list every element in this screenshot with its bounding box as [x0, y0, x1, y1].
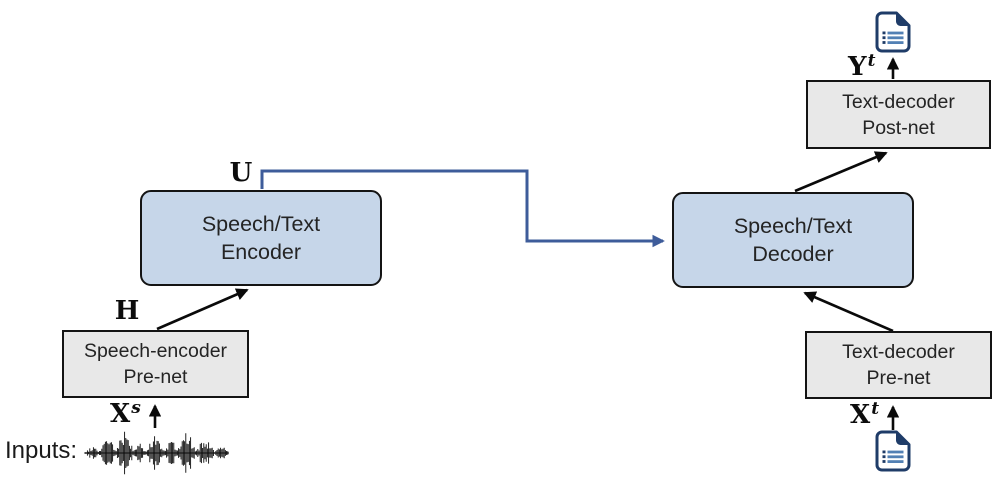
text-postnet-label-line1: Text-decoder — [842, 90, 955, 113]
speech-input-label: Xs — [110, 398, 141, 429]
text-prenet-label-line1: Text-decoder — [842, 341, 955, 363]
encoder-output-label: U — [229, 158, 253, 188]
text-output-label-sup: t — [867, 51, 876, 71]
speech-prenet-label-line1: Speech-encoder — [83, 340, 228, 362]
inputs-label: Inputs: — [5, 437, 78, 464]
text-input-label-base: X — [850, 400, 871, 430]
text-output-label-base: Y — [848, 52, 867, 82]
text-decoder-postnet-block: Text-decoder Post-net — [806, 80, 991, 149]
text-document-icon — [875, 430, 911, 472]
text-input-label-sup: t — [871, 399, 880, 419]
text-document-icon — [875, 11, 911, 53]
decoder-label-line1: Speech/Text — [733, 214, 853, 238]
text-decoder-prenet-block: Text-decoder Pre-net — [805, 331, 992, 399]
speech-input-label-base: X — [110, 399, 131, 429]
speech-encoder-prenet-block: Speech-encoder Pre-net — [62, 330, 249, 398]
speech-hidden-label: H — [114, 296, 140, 326]
text-prenet-to-decoder-arrow — [803, 291, 894, 333]
speech-waveform-icon — [84, 431, 229, 475]
speech-text-encoder-block: Speech/Text Encoder — [140, 190, 382, 286]
text-postnet-label-line2: Post-net — [862, 116, 935, 139]
decoder-label-line2: Decoder — [752, 242, 834, 266]
speech-text-decoder-block: Speech/Text Decoder — [672, 192, 914, 288]
encoder-label-line2: Encoder — [220, 240, 302, 264]
decoder-to-postnet-arrow — [794, 151, 888, 193]
text-input-label: Xt — [850, 399, 880, 430]
text-prenet-label-line2: Pre-net — [866, 367, 931, 389]
speech-input-label-sup: s — [131, 398, 141, 418]
text-output-label: Yt — [848, 51, 876, 82]
speech-prenet-to-encoder-arrow — [156, 288, 249, 331]
encoder-label-line1: Speech/Text — [201, 212, 321, 236]
speech-prenet-label-line2: Pre-net — [123, 366, 188, 388]
